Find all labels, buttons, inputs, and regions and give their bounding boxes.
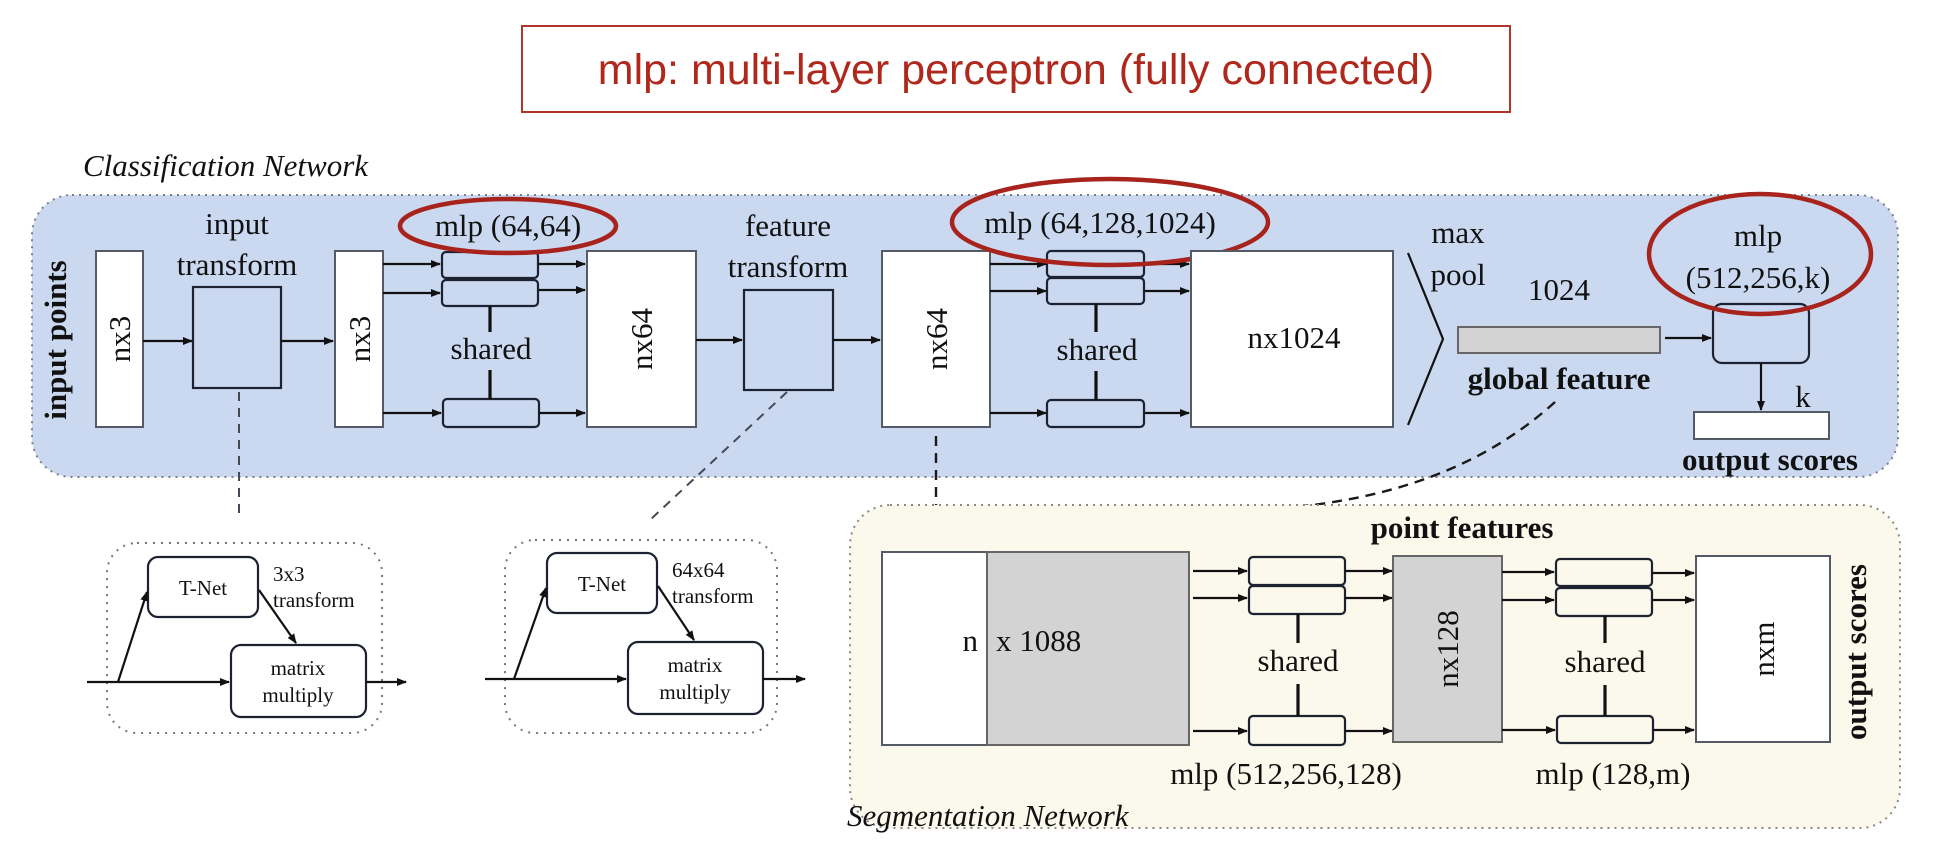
input-transform-label-1: input bbox=[205, 206, 269, 241]
title-frame bbox=[521, 25, 1511, 113]
mlp-layer bbox=[1554, 586, 1654, 618]
input-transform-box bbox=[191, 285, 283, 390]
highlight-ellipse bbox=[1646, 191, 1874, 317]
multiply-label: multiply bbox=[262, 683, 334, 707]
mlp-64-128-1024: shared mlp (64,128,1024) bbox=[949, 176, 1271, 429]
concat-dim-label: x 1088 bbox=[996, 623, 1081, 658]
global-feature-bar bbox=[1457, 326, 1661, 354]
input-points-label: input points bbox=[38, 260, 73, 419]
feature-block-1-label: nx64 bbox=[624, 308, 659, 371]
shared-label: shared bbox=[1258, 643, 1339, 678]
tnet-box bbox=[146, 555, 260, 619]
mlp-64-64-label: mlp (64,64) bbox=[435, 208, 581, 243]
multiply-label: multiply bbox=[659, 680, 731, 704]
output-block bbox=[1695, 555, 1831, 743]
output-block-label: nxm bbox=[1746, 621, 1781, 676]
k-label: k bbox=[1795, 379, 1811, 414]
big-feature-block-label: nx1024 bbox=[1248, 320, 1342, 355]
output-scores-label: output scores bbox=[1682, 442, 1858, 477]
shared-label: shared bbox=[451, 331, 532, 366]
transformed-block-label: nx3 bbox=[342, 316, 377, 363]
maxpool-label-1: max bbox=[1431, 215, 1485, 250]
transform-size-label: 64x64 bbox=[672, 558, 725, 582]
title-callout: mlp: multi-layer perceptron (fully conne… bbox=[521, 25, 1511, 113]
input-block bbox=[95, 250, 144, 428]
tnet-panel-frame bbox=[504, 539, 778, 734]
highlight-ellipse bbox=[397, 196, 619, 256]
mlp-layer bbox=[1045, 398, 1146, 429]
arrow bbox=[116, 591, 149, 683]
mlp-512-256-k-label-1: mlp bbox=[1734, 218, 1782, 253]
feature-block-2-label: nx64 bbox=[919, 308, 954, 371]
mlp-layer bbox=[441, 397, 541, 429]
mlp-layer bbox=[1554, 557, 1654, 588]
matrix-label: matrix bbox=[668, 653, 723, 677]
mlp-layer bbox=[1247, 584, 1347, 616]
mid-block bbox=[1392, 555, 1503, 743]
mlp-layer bbox=[1247, 714, 1347, 747]
mlp-128-m: shared mlp (128,m) bbox=[1502, 557, 1695, 791]
point-features-label: point features bbox=[1371, 510, 1554, 545]
concat-block-features bbox=[986, 551, 1190, 746]
mlp-64-64: shared mlp (64,64) bbox=[383, 196, 619, 429]
mlp-512-256-k-label-2: (512,256,k) bbox=[1686, 260, 1831, 295]
tnet-label: T-Net bbox=[578, 572, 626, 596]
mlp-layer bbox=[440, 278, 540, 308]
segmentation-caption: Segmentation Network bbox=[847, 798, 1130, 833]
mlp-layer bbox=[1247, 555, 1347, 587]
mlp-512-256-128-label: mlp (512,256,128) bbox=[1170, 756, 1402, 791]
global-feature-label: global feature bbox=[1468, 361, 1651, 396]
input-transform-label-2: transform bbox=[177, 247, 298, 282]
tnet-box bbox=[545, 551, 659, 615]
global-feature-dim: 1024 bbox=[1528, 272, 1591, 307]
mlp-512-256-128: shared mlp (512,256,128) bbox=[1170, 555, 1402, 791]
output-scores-bar bbox=[1693, 411, 1830, 440]
concat-n-label: n bbox=[963, 623, 979, 658]
concat-block-n bbox=[881, 551, 988, 746]
transform-size-label: 3x3 bbox=[273, 562, 305, 586]
feature-block-2 bbox=[881, 250, 991, 428]
arrow bbox=[258, 589, 297, 644]
arrow bbox=[657, 585, 695, 641]
big-feature-block bbox=[1190, 250, 1394, 428]
mlp-layer bbox=[1555, 714, 1655, 745]
maxpool-label-2: pool bbox=[1430, 257, 1485, 292]
output-scores-side-label: output scores bbox=[1838, 564, 1873, 740]
shared-label: shared bbox=[1565, 644, 1646, 679]
feature-transform-label-2: transform bbox=[728, 249, 849, 284]
mlp-layer bbox=[440, 250, 540, 280]
transform-word-label: transform bbox=[672, 584, 754, 608]
feature-block-1 bbox=[586, 250, 697, 428]
mid-block-label: nx128 bbox=[1430, 610, 1465, 688]
mlp-128-m-label: mlp (128,m) bbox=[1536, 756, 1691, 791]
tnet-panel-input: T-Net 3x3 transform matrix multiply bbox=[87, 542, 407, 734]
feature-transform-box bbox=[742, 288, 835, 392]
matrix-label: matrix bbox=[271, 656, 326, 680]
input-block-label: nx3 bbox=[102, 316, 137, 363]
mlp-layer bbox=[1045, 276, 1146, 306]
shared-label: shared bbox=[1057, 332, 1138, 367]
tnet-label: T-Net bbox=[179, 576, 227, 600]
feature-transform-label-1: feature bbox=[745, 208, 831, 243]
maxpool-symbol bbox=[1406, 252, 1445, 426]
classification-caption: Classification Network bbox=[83, 148, 369, 183]
mlp-64-128-1024-label: mlp (64,128,1024) bbox=[984, 205, 1216, 240]
transformed-block bbox=[334, 250, 384, 428]
title-text: mlp: multi-layer perceptron (fully conne… bbox=[598, 46, 1434, 94]
transform-word-label: transform bbox=[273, 588, 355, 612]
highlight-ellipse bbox=[949, 176, 1271, 268]
tnet-panel-feature: T-Net 64x64 transform matrix multiply bbox=[485, 539, 806, 734]
arrow bbox=[512, 587, 548, 680]
